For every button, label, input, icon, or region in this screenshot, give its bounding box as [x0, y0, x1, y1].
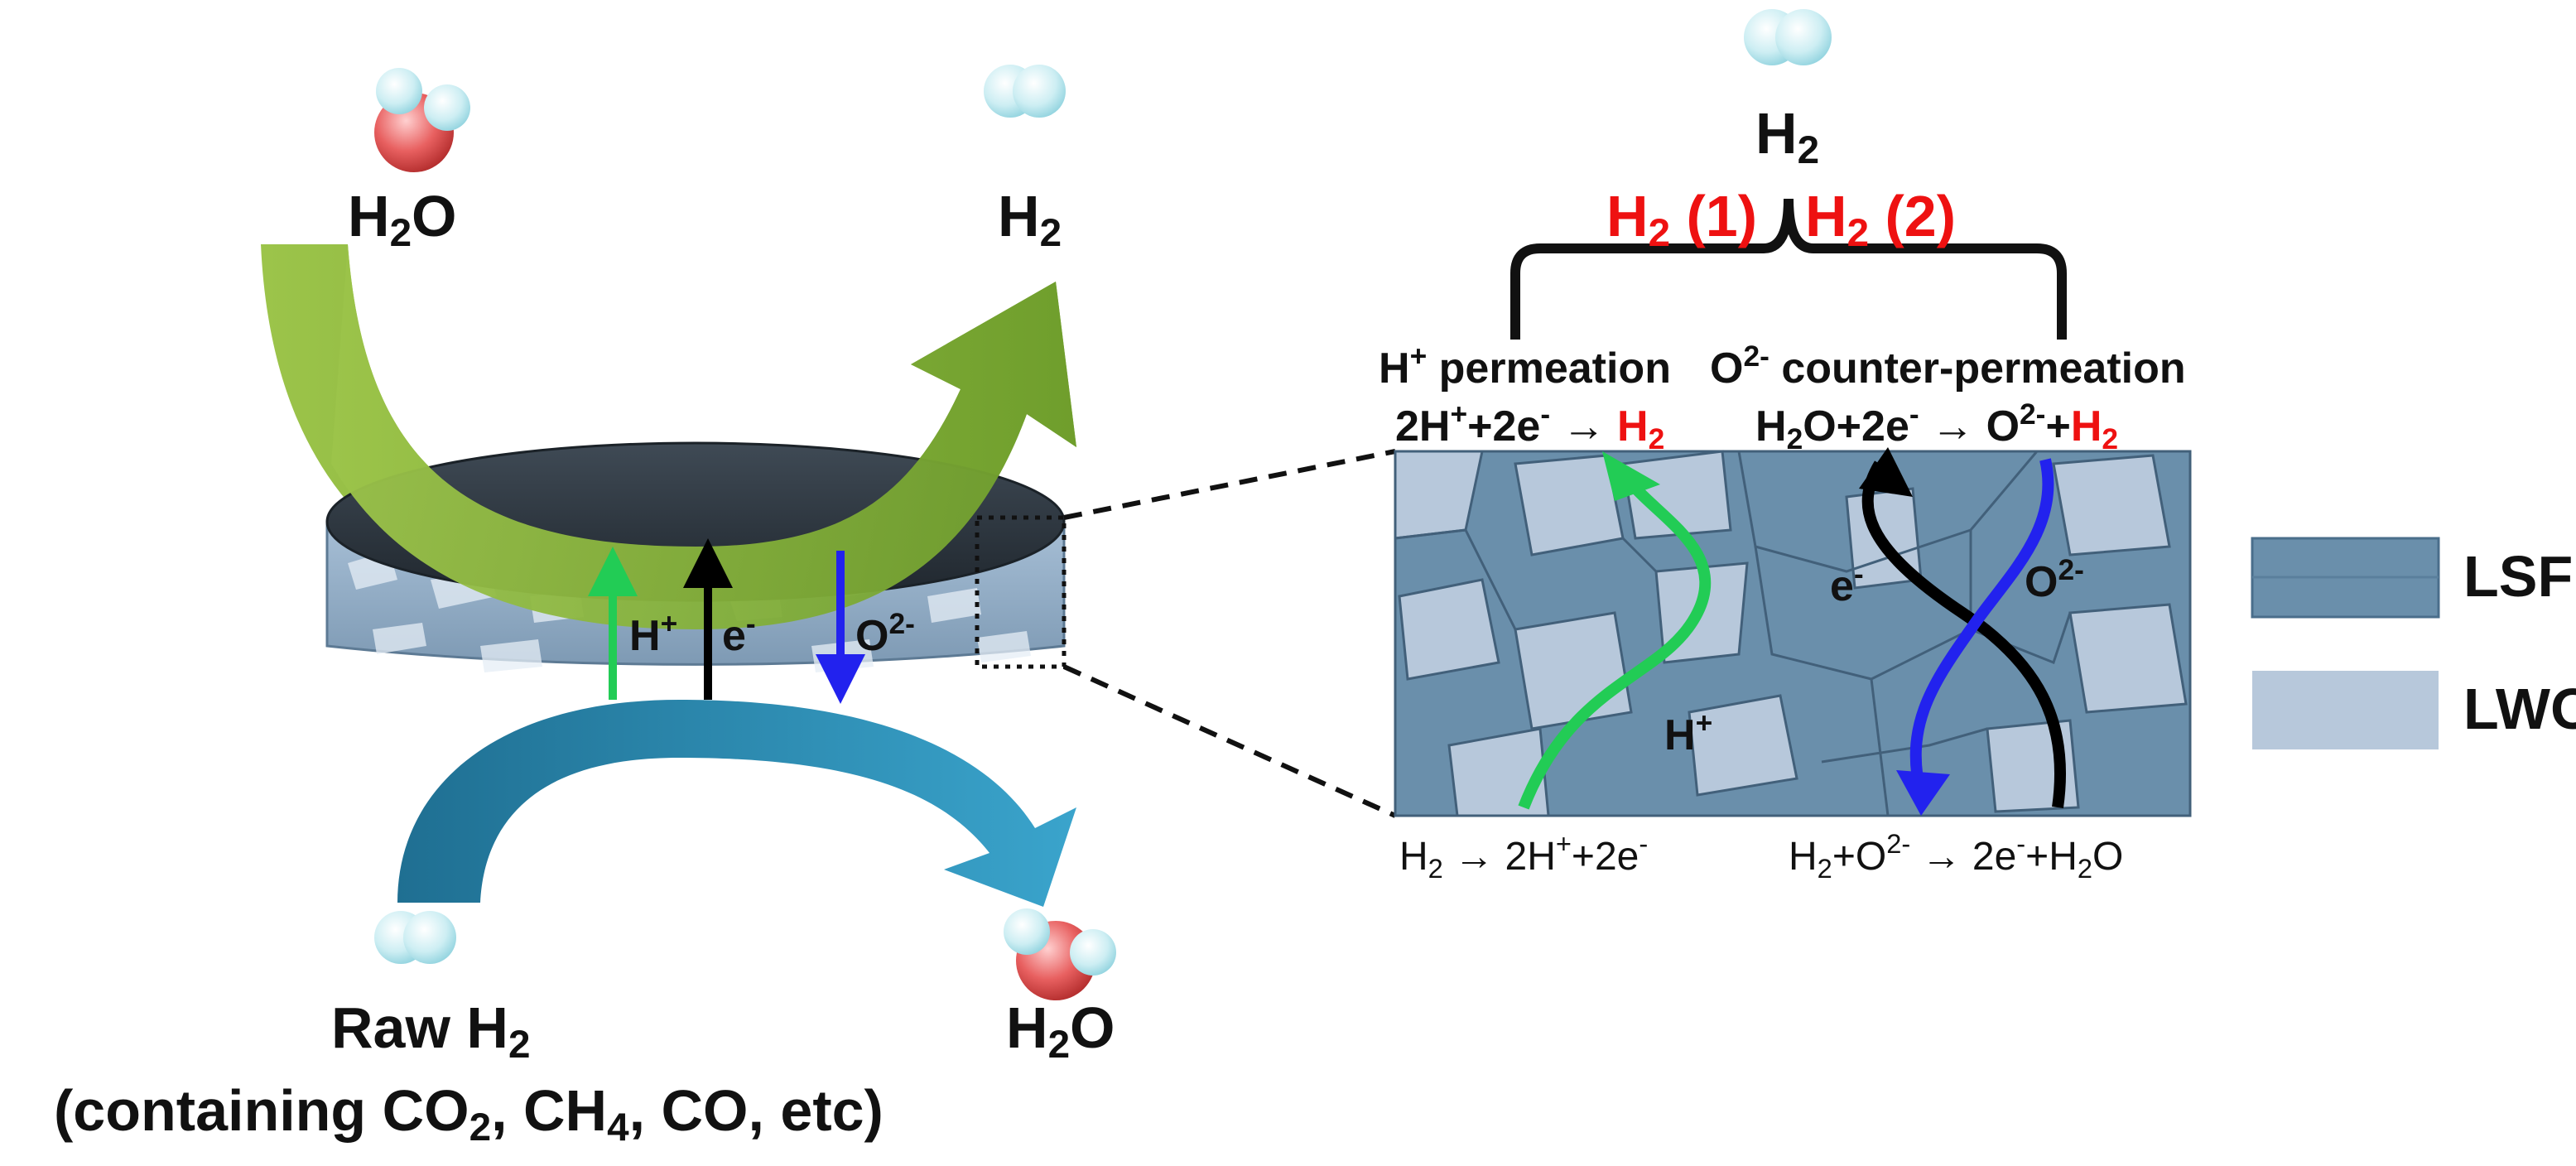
top-product-label: H2: [998, 184, 1062, 255]
legend: LSF LWO: [2251, 537, 2576, 749]
mech1-title: H+ permeation: [1379, 340, 1671, 393]
electron-path-head: [1859, 447, 1913, 497]
bottom-product-label: H2O: [1006, 995, 1115, 1067]
oxide-path: [1909, 458, 2054, 797]
proton-path-head: [1602, 451, 1660, 501]
green-flow-arrow-front: [331, 244, 1076, 629]
bottom-right-eq: H2+O2- → 2e-+H2O: [1789, 828, 2123, 884]
proton-label: H+: [629, 608, 677, 660]
hydrogen-molecule-icon: [984, 65, 1066, 118]
bottom-feed-label-line1: Raw H2: [331, 995, 530, 1067]
zoom-line-top: [1063, 449, 1396, 520]
hydrogen-molecule-icon: [374, 911, 456, 964]
water-molecule-icon: [1004, 908, 1116, 1000]
mech2-title: O2- counter-permeation: [1710, 340, 2186, 393]
legend-label-lsf: LSF: [2463, 544, 2573, 609]
brace: [1510, 198, 2067, 340]
microstructure-inset: H+ e- O2-: [1394, 447, 2192, 817]
branch2-label: H2 (2): [1805, 184, 1956, 255]
bottom-feed-label-line2: (containing CO2, CH4, CO, etc): [54, 1078, 884, 1149]
bottom-left-eq: H2 → 2H++2e-: [1399, 828, 1648, 884]
electron-path: [1861, 460, 2066, 808]
oxide-path-head: [1896, 770, 1950, 816]
branch1-label: H2 (1): [1606, 184, 1757, 255]
mech1-eq: 2H++2e- → H2: [1395, 398, 1664, 455]
right-top-label: H2: [1755, 101, 1819, 172]
legend-label-lwo: LWO: [2463, 677, 2576, 741]
mech2-eq: H2O+2e- → O2-+H2: [1755, 398, 2118, 455]
top-feed-label: H2O: [348, 184, 457, 255]
water-molecule-icon: [374, 68, 470, 172]
hydrogen-molecule-icon: [1744, 9, 1832, 65]
blue-flow-arrow: [397, 700, 1076, 907]
proton-path: [1518, 469, 1712, 810]
legend-swatch-lwo: [2252, 671, 2439, 749]
zoom-line-bottom: [1062, 664, 1397, 818]
